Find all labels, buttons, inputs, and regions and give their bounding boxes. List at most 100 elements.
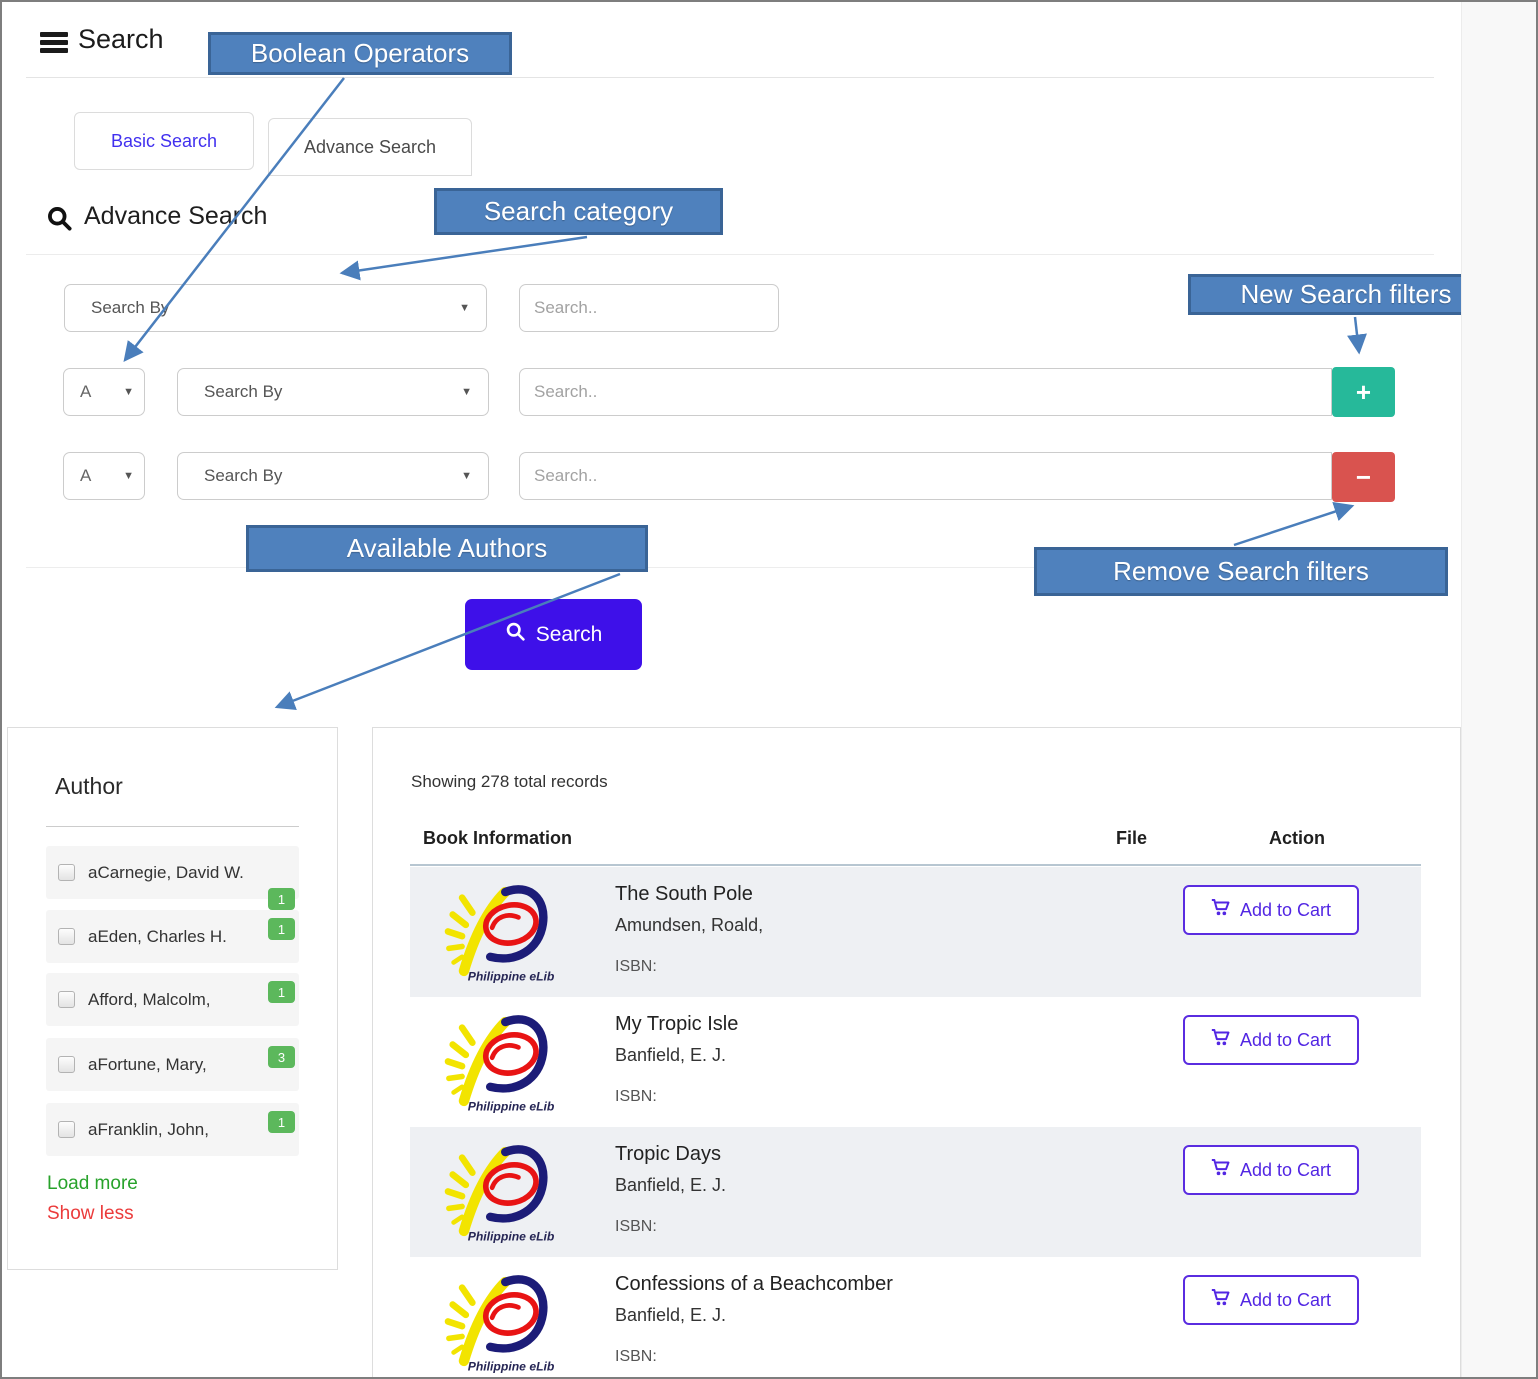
search-by-select-2[interactable]: Search By ▼ (177, 368, 489, 416)
book-row: Philippine eLib Confessions of a Beachco… (410, 1257, 1421, 1377)
column-header-action: Action (1269, 828, 1325, 848)
author-checkbox[interactable] (58, 928, 75, 945)
search-by-select-1[interactable]: Search By ▼ (64, 284, 487, 332)
form-divider (26, 567, 1437, 568)
menu-hamburger-icon[interactable] (40, 32, 68, 53)
show-less-link[interactable]: Show less (47, 1203, 134, 1224)
remove-filter-button[interactable]: − (1332, 452, 1395, 502)
search-by-select-1-value: Search By (91, 298, 170, 317)
author-heading: Author (55, 773, 123, 799)
svg-text:Philippine eLib: Philippine eLib (468, 969, 555, 983)
author-filter-item[interactable]: aFortune, Mary, 3 (46, 1038, 299, 1091)
book-author: Amundsen, Roald, (615, 915, 764, 935)
add-to-cart-button[interactable]: Add to Cart (1183, 1015, 1359, 1065)
search-by-select-3-value: Search By (204, 466, 283, 485)
header-divider (26, 77, 1434, 78)
author-label: Afford, Malcolm, (88, 989, 211, 1009)
tab-basic-search[interactable]: Basic Search (74, 112, 254, 170)
philippine-elib-logo: Philippine eLib (428, 1137, 560, 1250)
book-row: Philippine eLib Tropic Days Banfield, E.… (410, 1127, 1421, 1257)
author-checkbox[interactable] (58, 991, 75, 1008)
search-input-3[interactable] (519, 452, 1332, 500)
book-author: Banfield, E. J. (615, 1305, 727, 1325)
author-filter-item[interactable]: aFranklin, John, 1 (46, 1103, 299, 1156)
book-author: Banfield, E. J. (615, 1045, 727, 1065)
author-label: aCarnegie, David W. (88, 862, 244, 882)
book-row: Philippine eLib My Tropic Isle Banfield,… (410, 997, 1421, 1127)
author-divider (46, 826, 299, 827)
author-filter-item[interactable]: aEden, Charles H. 1 (46, 910, 299, 963)
book-title: Tropic Days (615, 1143, 721, 1165)
add-to-cart-label: Add to Cart (1239, 1029, 1332, 1050)
philippine-elib-logo: Philippine eLib (428, 1267, 560, 1377)
author-count-badge: 1 (268, 888, 295, 910)
callout-available-authors: Available Authors (246, 525, 648, 572)
section-divider (26, 254, 1434, 255)
search-icon (505, 621, 526, 648)
chevron-down-icon: ▼ (459, 302, 470, 314)
cart-icon (1211, 1158, 1231, 1182)
svg-text:Philippine eLib: Philippine eLib (468, 1099, 555, 1113)
load-more-link[interactable]: Load more (47, 1173, 138, 1194)
callout-boolean-operators: Boolean Operators (208, 32, 512, 75)
tab-advance-search[interactable]: Advance Search (268, 118, 472, 176)
advance-search-heading: Advance Search (84, 202, 268, 230)
book-title: Confessions of a Beachcomber (615, 1273, 893, 1295)
results-panel: Showing 278 total records Book Informati… (372, 727, 1461, 1377)
boolean-operator-select-1[interactable]: A ▼ (63, 368, 145, 416)
boolean-operator-select-2[interactable]: A ▼ (63, 452, 145, 500)
page-title: Search (78, 24, 164, 54)
add-filter-button[interactable]: + (1332, 367, 1395, 417)
search-button-label: Search (535, 622, 603, 646)
callout-search-category: Search category (434, 188, 723, 235)
philippine-elib-logo: Philippine eLib (428, 877, 560, 990)
book-isbn-label: ISBN: (615, 1218, 657, 1235)
author-checkbox[interactable] (58, 864, 75, 881)
author-filter-item[interactable]: aCarnegie, David W. 1 (46, 846, 299, 910)
search-input-2[interactable] (519, 368, 1332, 416)
book-title: The South Pole (615, 883, 753, 905)
magnifier-icon (46, 205, 73, 237)
author-count-badge: 1 (268, 1111, 295, 1133)
author-checkbox[interactable] (58, 1056, 75, 1073)
add-to-cart-button[interactable]: Add to Cart (1183, 1275, 1359, 1325)
chevron-down-icon: ▼ (123, 470, 134, 482)
column-header-book-information: Book Information (423, 828, 572, 848)
philippine-elib-logo: Philippine eLib (428, 1007, 560, 1120)
boolean-operator-1-value: A (80, 382, 92, 401)
author-sidebar: Author aCarnegie, David W. 1 aEden, Char… (7, 727, 338, 1270)
page-right-gutter (1461, 2, 1536, 1377)
chevron-down-icon: ▼ (461, 470, 472, 482)
author-label: aFranklin, John, (88, 1119, 209, 1139)
svg-text:Philippine eLib: Philippine eLib (468, 1229, 555, 1243)
search-input-1[interactable] (519, 284, 779, 332)
add-to-cart-button[interactable]: Add to Cart (1183, 885, 1359, 935)
book-row: Philippine eLib The South Pole Amundsen,… (410, 867, 1421, 997)
chevron-down-icon: ▼ (123, 386, 134, 398)
boolean-operator-2-value: A (80, 466, 92, 485)
book-isbn-label: ISBN: (615, 1348, 657, 1365)
search-by-select-3[interactable]: Search By ▼ (177, 452, 489, 500)
book-title: My Tropic Isle (615, 1013, 739, 1035)
author-count-badge: 1 (268, 981, 295, 1003)
callout-remove-search-filters: Remove Search filters (1034, 547, 1448, 596)
cart-icon (1211, 1028, 1231, 1052)
search-button[interactable]: Search (465, 599, 642, 670)
book-isbn-label: ISBN: (615, 1088, 657, 1105)
book-isbn-label: ISBN: (615, 958, 657, 975)
author-filter-item[interactable]: Afford, Malcolm, 1 (46, 973, 299, 1026)
records-summary: Showing 278 total records (411, 772, 608, 791)
author-checkbox[interactable] (58, 1121, 75, 1138)
book-author: Banfield, E. J. (615, 1175, 727, 1195)
author-count-badge: 3 (268, 1046, 295, 1068)
add-to-cart-label: Add to Cart (1239, 1159, 1332, 1180)
cart-icon (1211, 1288, 1231, 1312)
add-to-cart-button[interactable]: Add to Cart (1183, 1145, 1359, 1195)
author-count-badge: 1 (268, 918, 295, 940)
author-label: aEden, Charles H. (88, 926, 227, 946)
svg-text:Philippine eLib: Philippine eLib (468, 1359, 555, 1373)
column-header-file: File (1116, 828, 1148, 848)
author-label: aFortune, Mary, (88, 1054, 207, 1074)
search-by-select-2-value: Search By (204, 382, 283, 401)
